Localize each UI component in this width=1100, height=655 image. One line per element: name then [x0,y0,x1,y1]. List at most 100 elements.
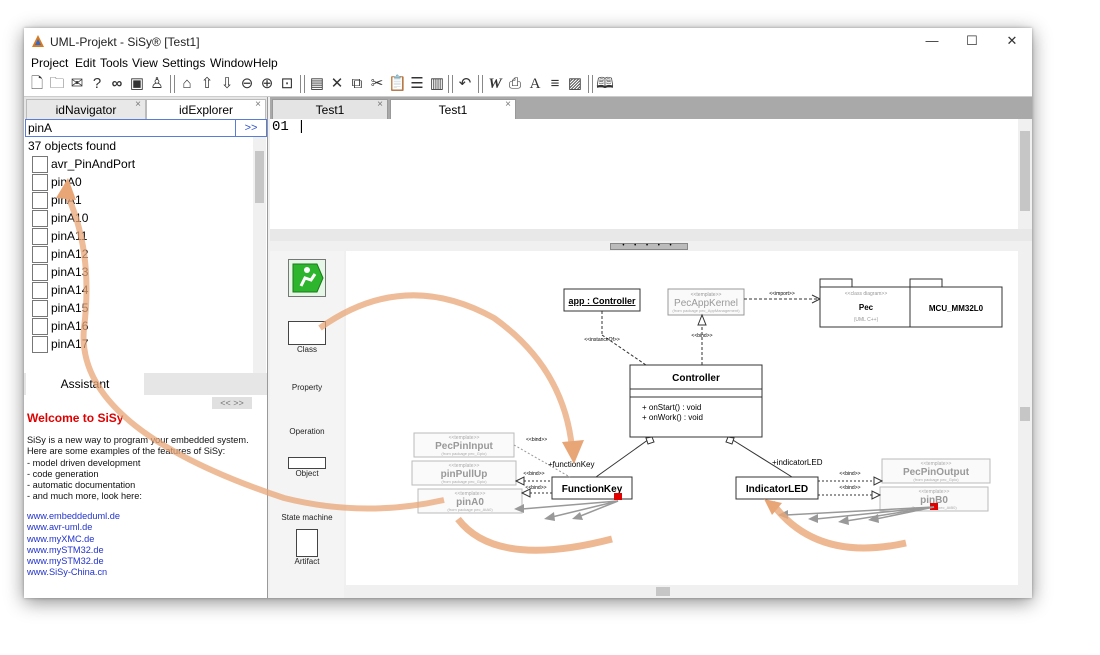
tab-test1[interactable]: Test1 × [272,99,388,120]
bold-w-icon[interactable]: W [488,76,502,92]
scroll-thumb[interactable] [255,151,264,203]
stereotype-label: <<class diagram>> [845,291,888,297]
document-icon [32,228,48,246]
class-functionkey[interactable] [551,476,633,500]
new-icon[interactable]: 🗋 [30,75,44,92]
menu-settings[interactable]: Settings [162,56,206,70]
editor-scrollbar[interactable] [1018,119,1032,229]
menu-edit[interactable]: Edit [75,56,96,70]
item-label: avr_PinAndPort [51,157,136,171]
uml-diagram-canvas[interactable]: app : Controller <<template>> PecAppKern… [346,251,1018,585]
feature-item: - model driven development [27,457,141,468]
list-item[interactable]: pinA15 [32,299,88,318]
menu-view[interactable]: View [132,56,158,70]
class-indicatorled[interactable] [735,476,819,500]
class-controller[interactable] [629,364,763,438]
close-icon[interactable]: × [377,99,383,110]
cut-icon[interactable]: ✂ [370,75,384,92]
splitter-grip[interactable]: • • • • • [610,243,688,250]
template-pecappkernel[interactable] [667,288,745,316]
table-icon[interactable]: ▥ [429,75,445,92]
template-label: PecPinOutput [903,467,970,478]
zoom-out-icon[interactable]: ⊖ [240,75,254,92]
search-input[interactable] [25,119,236,137]
list-item[interactable]: pinA17 [32,335,88,354]
close-button[interactable]: ✕ [1006,33,1018,48]
palette-operation[interactable]: Operation [270,427,344,436]
menu-window[interactable]: Window [210,56,253,70]
results-scrollbar[interactable] [253,137,266,373]
list-item[interactable]: pinA14 [32,281,88,300]
binoculars-icon[interactable]: ∞ [111,75,123,92]
result-count: 37 objects found [28,139,117,153]
print-icon[interactable]: ⎙ [508,75,521,92]
minimize-button[interactable]: — [925,33,939,48]
list-item[interactable]: pinA13 [32,263,89,282]
page-icon[interactable]: ▤ [309,75,325,92]
close-icon[interactable]: × [255,99,261,110]
palette-artifact[interactable]: Artifact [270,529,344,566]
home-icon[interactable]: ⌂ [182,75,192,92]
assistant-nav-buttons[interactable]: << >> [212,397,252,409]
delete-icon[interactable]: ✕ [330,75,344,92]
copy-icon[interactable]: ⧉ [351,75,363,92]
scroll-thumb[interactable] [1020,407,1030,421]
palette-property[interactable]: Property [270,383,344,392]
menu-project[interactable]: Project [31,56,69,70]
package-mcu[interactable] [909,286,1003,328]
template-pecpininput[interactable] [413,432,515,458]
close-icon[interactable]: × [135,99,141,110]
tab-idnavigator[interactable]: idNavigator × [26,99,146,120]
link-mystm32-2[interactable]: www.mySTM32.de [27,556,104,567]
mail-icon[interactable]: ✉ [70,75,84,92]
palette-state-machine[interactable]: State machine [270,513,344,522]
link-sisy-china[interactable]: www.SiSy-China.cn [27,567,108,578]
list-item[interactable]: pinA16 [32,317,88,336]
tab-test1-active[interactable]: Test1 × [390,99,516,120]
close-icon[interactable]: × [505,99,511,110]
scroll-thumb[interactable] [1020,131,1030,211]
run-icon[interactable] [288,259,326,297]
list-item[interactable]: avr_PinAndPort [32,155,136,174]
link-embeddeduml[interactable]: www.embeddeduml.de [27,511,120,521]
code-editor[interactable]: 01 | [270,119,1032,229]
package-pec[interactable] [819,286,913,328]
template-pinpullup[interactable] [411,460,517,486]
search-go-button[interactable]: >> [235,119,267,137]
zoom-in-icon[interactable]: ⊕ [260,75,274,92]
link-avr-uml[interactable]: www.avr-uml.de [27,522,93,533]
stereotype-label: <<template>> [449,463,480,469]
link-myxmc[interactable]: www.myXMC.de [27,533,95,544]
package-sublabel: (UML C++) [854,317,879,323]
template-pecpinoutput[interactable] [881,458,991,484]
menu-help[interactable]: Help [253,56,278,70]
diagram-vertical-scrollbar[interactable] [1018,251,1032,585]
document-tab-row: Test1 × Test1 × [270,97,1032,120]
zoom-fit-icon[interactable]: ⊡ [280,75,294,92]
item-label: pinA13 [51,265,89,279]
tab-idexplorer[interactable]: idExplorer × [146,99,266,120]
arrow-up-icon[interactable]: ⇧ [200,75,214,92]
arrow-down-icon[interactable]: ⇩ [220,75,234,92]
book-icon[interactable]: 🕮 [596,75,614,92]
link-mystm32[interactable]: www.mySTM32.de [27,544,104,555]
open-folder-icon[interactable]: 🗀 [49,75,65,92]
image-icon[interactable]: ▨ [567,75,583,92]
window-icon[interactable]: ▣ [129,75,145,92]
maximize-button[interactable]: ☐ [966,33,978,48]
paste-icon[interactable]: 📋 [388,75,407,92]
scroll-thumb[interactable] [656,587,670,596]
font-a-icon[interactable]: A [529,76,541,92]
palette-object[interactable]: Object [270,457,344,478]
figure-icon[interactable]: ♙ [150,75,164,92]
menu-tools[interactable]: Tools [100,56,129,70]
editor-horizontal-scrollbar[interactable] [270,229,1032,241]
assistant-panel: << >> Welcome to SiSy SiSy is a new way … [24,395,267,598]
pane-splitter[interactable]: • • • • • [270,241,1032,251]
undo-icon[interactable]: ↶ [458,75,472,92]
help-icon[interactable]: ? [92,75,102,92]
diagram-horizontal-scrollbar[interactable] [346,585,1032,598]
align-icon[interactable]: ≡ [550,75,560,92]
list-item[interactable]: pinA12 [32,245,88,264]
list-icon[interactable]: ☰ [410,75,424,92]
